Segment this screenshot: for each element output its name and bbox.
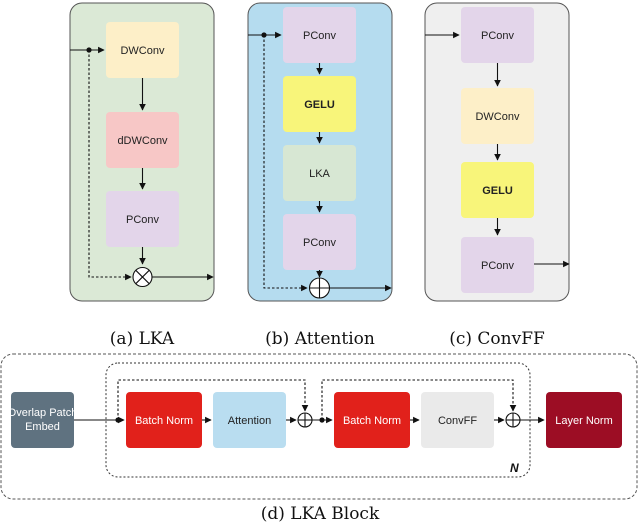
attention-pconv1-label: PConv bbox=[303, 30, 337, 42]
attention-pconv2-label: PConv bbox=[303, 237, 337, 249]
panel-lka-block: N Overlap Patch Embed Batch Norm Attenti… bbox=[0, 353, 638, 524]
lka-skip-connection bbox=[88, 50, 132, 281]
attention-block-label: Attention bbox=[228, 415, 271, 427]
convff-pconv2-label: PConv bbox=[481, 260, 515, 272]
block-add-icon-1 bbox=[297, 412, 313, 428]
block-skip-connection-2 bbox=[321, 379, 517, 420]
attention-add-icon bbox=[308, 277, 331, 299]
convff-pconv1-label: PConv bbox=[481, 30, 515, 42]
overlap-patch-embed-block bbox=[11, 392, 74, 448]
caption-lka: (a) LKA bbox=[110, 329, 175, 349]
layer-norm-block bbox=[546, 392, 622, 448]
convff-dwconv-label: DWConv bbox=[475, 111, 520, 123]
block-skip-connection-1 bbox=[117, 379, 309, 420]
layer-norm-label: Layer Norm bbox=[555, 415, 612, 427]
convff-gelu-block bbox=[461, 162, 534, 218]
convff-block bbox=[421, 392, 494, 448]
lka-multiply-icon bbox=[132, 266, 153, 288]
attention-skip-connection bbox=[263, 35, 308, 292]
batch-norm-1-block bbox=[126, 392, 202, 448]
attention-gelu-label: GELU bbox=[304, 99, 335, 111]
overlap-patch-embed-label-line1: Overlap Patch bbox=[8, 407, 78, 419]
block-add-icon-2 bbox=[505, 412, 521, 428]
attention-pconv1-block bbox=[283, 7, 356, 63]
caption-convff: (c) ConvFF bbox=[449, 329, 545, 349]
lka-ddwconv-block bbox=[106, 112, 179, 168]
attention-lka-block bbox=[283, 145, 356, 201]
convff-block-label: ConvFF bbox=[438, 415, 477, 427]
caption-attention: (b) Attention bbox=[265, 329, 375, 349]
lka-pconv-block bbox=[106, 191, 179, 247]
lka-pconv-label: PConv bbox=[126, 214, 160, 226]
overlap-patch-embed-label-line2: Embed bbox=[25, 421, 60, 433]
lka-dwconv-label: DWConv bbox=[120, 45, 165, 57]
batch-norm-1-label: Batch Norm bbox=[135, 415, 193, 427]
panel-lka: DWConv dDWConv PConv (a) LKA bbox=[69, 2, 215, 349]
attention-block bbox=[213, 392, 286, 448]
attention-gelu-block bbox=[283, 76, 356, 132]
attention-lka-label: LKA bbox=[309, 168, 330, 180]
convff-gelu-label: GELU bbox=[482, 185, 513, 197]
convff-pconv1-block bbox=[461, 7, 534, 63]
repeat-count-label: N bbox=[510, 461, 519, 475]
panel-lka-block-outline bbox=[0, 353, 638, 500]
batch-norm-2-label: Batch Norm bbox=[343, 415, 401, 427]
convff-pconv2-block bbox=[461, 237, 534, 293]
caption-lka-block: (d) LKA Block bbox=[261, 504, 380, 524]
repeat-group-outline bbox=[105, 362, 531, 478]
convff-dwconv-block bbox=[461, 88, 534, 144]
panel-attention: PConv GELU LKA PConv (b) Attention bbox=[247, 2, 393, 349]
lka-ddwconv-label: dDWConv bbox=[117, 135, 168, 147]
lka-dwconv-block bbox=[106, 22, 179, 78]
batch-norm-2-block bbox=[334, 392, 410, 448]
panel-convff: PConv DWConv GELU PConv (c) ConvFF bbox=[424, 2, 570, 349]
attention-pconv2-block bbox=[283, 214, 356, 270]
